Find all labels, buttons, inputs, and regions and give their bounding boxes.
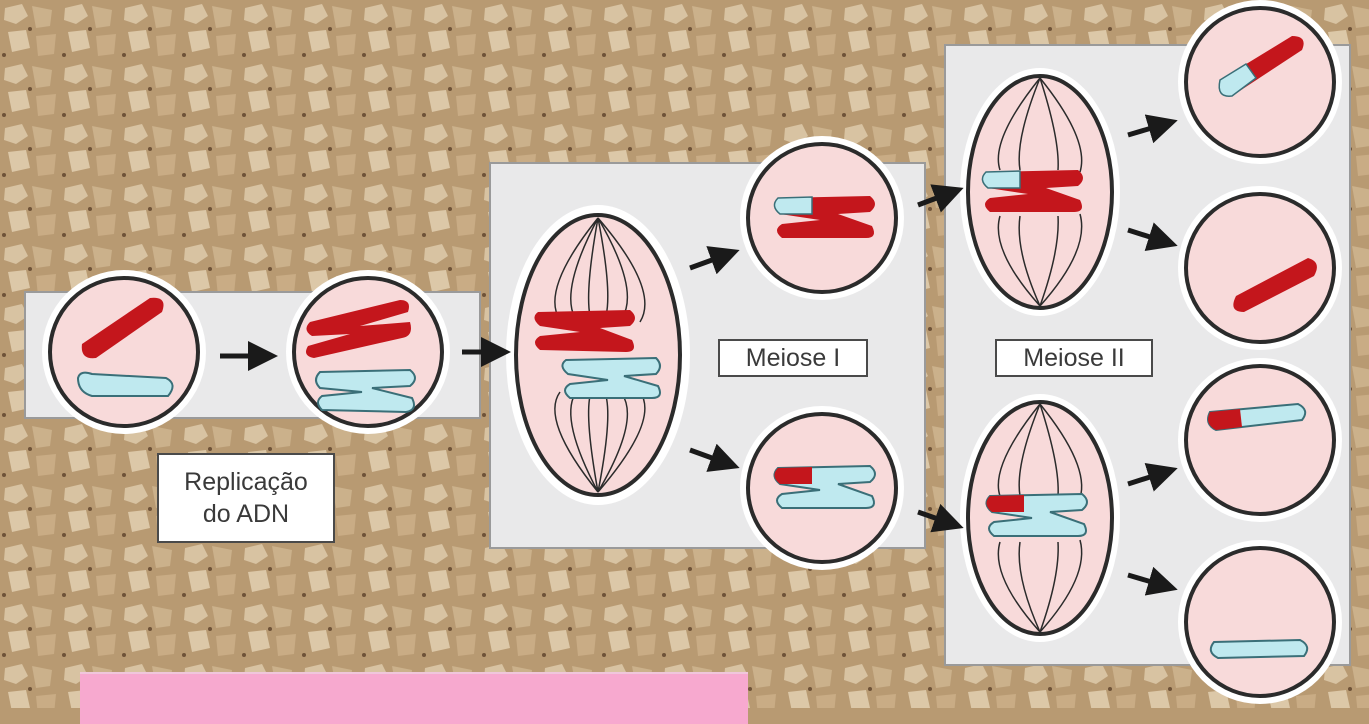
cell-meiosis2-bottom <box>960 394 1120 642</box>
meiosis1-label: Meiose I <box>718 339 868 377</box>
gamete-4 <box>1178 540 1342 704</box>
cell-initial <box>42 270 206 434</box>
gamete-2 <box>1178 186 1342 350</box>
cell-metaphase-1 <box>506 205 690 505</box>
cell-meiosis1-bottom <box>740 406 904 570</box>
replication-label: Replicação do ADN <box>157 453 335 543</box>
pink-banner <box>80 672 748 724</box>
gamete-1 <box>1178 0 1342 164</box>
cell-replicated <box>286 270 450 434</box>
meiosis2-label: Meiose II <box>995 339 1153 377</box>
cell-meiosis1-top <box>740 136 904 300</box>
meiosis-diagram <box>0 0 1369 708</box>
replication-label-line1: Replicação <box>159 466 333 498</box>
gamete-3 <box>1178 358 1342 522</box>
replication-label-line2: do ADN <box>159 498 333 530</box>
cell-meiosis2-top <box>960 68 1120 316</box>
